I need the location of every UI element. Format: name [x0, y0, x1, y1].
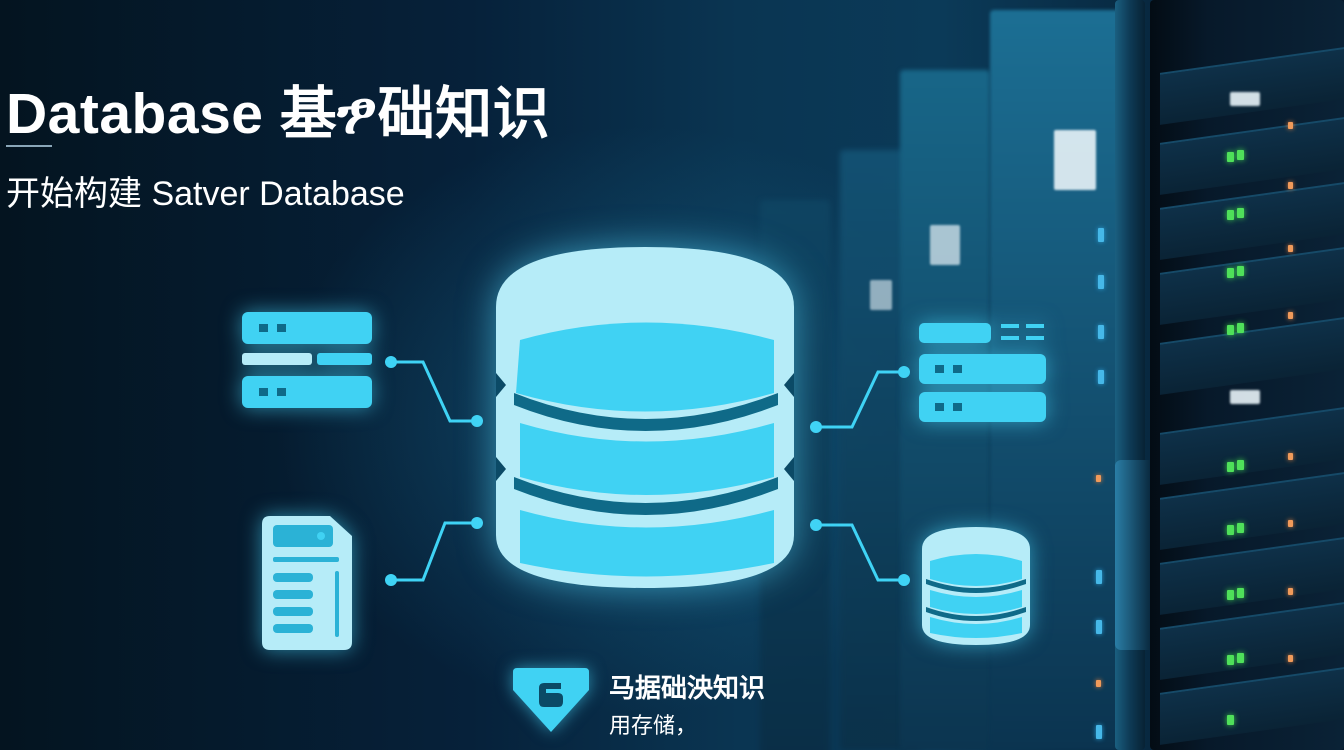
- server-rack-near: [1150, 0, 1344, 750]
- server-blade: [1160, 117, 1344, 195]
- server-blade: [1160, 472, 1344, 550]
- document-icon: [262, 516, 352, 650]
- status-led-blue: [1098, 228, 1104, 242]
- rack-label: [1230, 390, 1260, 404]
- status-led-blue: [1098, 275, 1104, 289]
- rack-display-panel: [870, 280, 892, 310]
- status-led: [1237, 150, 1244, 160]
- caption-title: 马据础泱知识: [609, 674, 766, 704]
- rack-label: [1230, 92, 1260, 106]
- connector-bottom-right: [810, 519, 910, 586]
- status-led: [1237, 323, 1244, 333]
- rack-display-panel: [930, 225, 960, 265]
- server-stack-icon: [242, 312, 372, 408]
- database-small-icon: [922, 527, 1030, 645]
- status-led: [1227, 210, 1234, 220]
- server-rack-handle: [1115, 460, 1150, 650]
- server-blade: [1160, 667, 1344, 745]
- title-divider: [6, 145, 52, 147]
- status-led-orange: [1288, 655, 1293, 662]
- page-subtitle: 开始构建 Satver Database: [6, 175, 405, 213]
- status-led: [1227, 152, 1234, 162]
- status-led-orange: [1288, 182, 1293, 189]
- status-led-blue: [1098, 325, 1104, 339]
- status-led-orange: [1096, 475, 1101, 482]
- server-blade: [1160, 407, 1344, 485]
- status-led: [1237, 266, 1244, 276]
- status-led: [1237, 208, 1244, 218]
- status-led: [1227, 525, 1234, 535]
- connector-bottom-left: [385, 517, 483, 586]
- server-blade: [1160, 537, 1344, 615]
- status-led-orange: [1288, 245, 1293, 252]
- status-led-blue: [1098, 370, 1104, 384]
- status-led: [1227, 325, 1234, 335]
- status-led: [1237, 460, 1244, 470]
- status-led: [1227, 590, 1234, 600]
- caption-subtitle: 用存储，: [609, 714, 698, 739]
- status-led: [1227, 655, 1234, 665]
- rack-display-panel: [1054, 130, 1096, 190]
- status-led-orange: [1288, 312, 1293, 319]
- connector-top-right: [810, 366, 910, 433]
- server-blade: [1160, 247, 1344, 325]
- status-led: [1227, 268, 1234, 278]
- connector-top-left: [385, 356, 483, 427]
- server-blade: [1160, 317, 1344, 395]
- server-stack-icon: [919, 323, 1046, 422]
- status-led: [1227, 462, 1234, 472]
- server-blade: [1160, 47, 1344, 125]
- page-title: Database 基ፇ础知识: [6, 82, 551, 146]
- status-led-blue: [1096, 725, 1102, 739]
- status-led-orange: [1096, 680, 1101, 687]
- status-led: [1237, 588, 1244, 598]
- status-led: [1237, 653, 1244, 663]
- status-led-orange: [1288, 453, 1293, 460]
- status-led: [1227, 715, 1234, 725]
- server-blade: [1160, 182, 1344, 260]
- server-blade: [1160, 602, 1344, 680]
- status-led-orange: [1288, 520, 1293, 527]
- shield-badge-icon: [513, 668, 589, 732]
- status-led-blue: [1096, 570, 1102, 584]
- status-led-orange: [1288, 588, 1293, 595]
- status-led-blue: [1096, 620, 1102, 634]
- server-racks-backdrop: [730, 0, 1344, 750]
- status-led: [1237, 523, 1244, 533]
- status-led-orange: [1288, 122, 1293, 129]
- database-cylinder-icon: [496, 247, 794, 588]
